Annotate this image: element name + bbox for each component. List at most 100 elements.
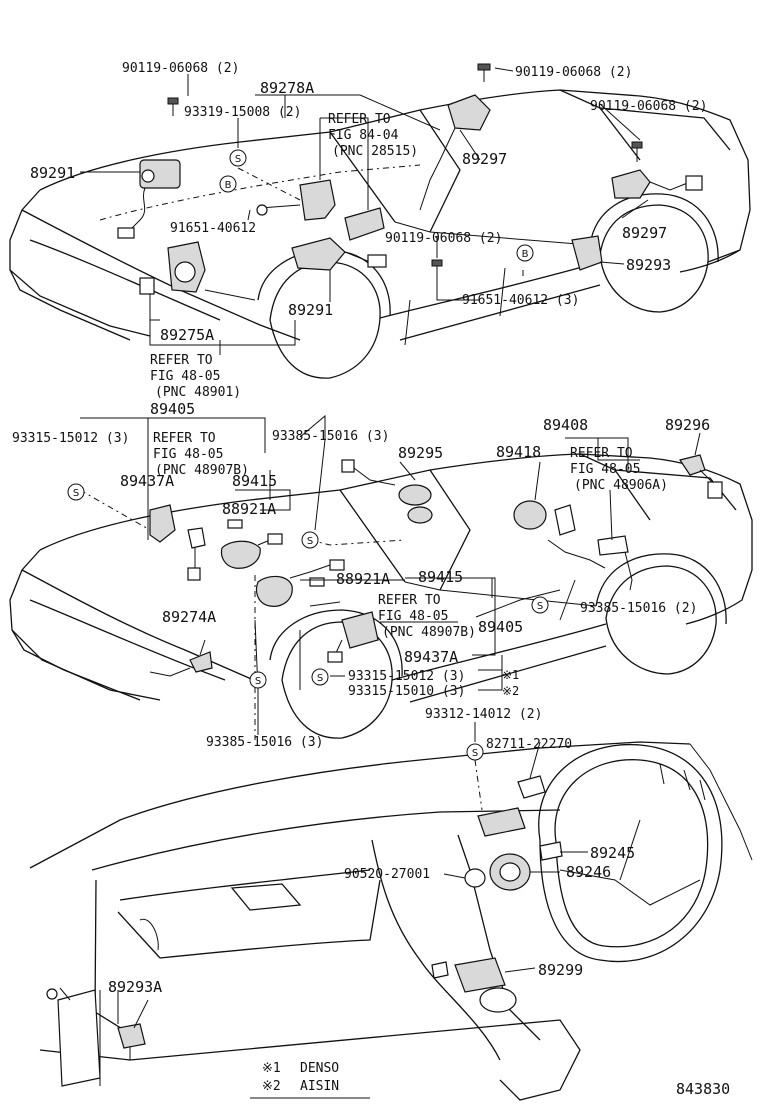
dashboard-leaders: [99, 722, 588, 1086]
label-pnc-48901: (PNC 48901): [155, 385, 241, 400]
sensor-89297-rear: [611, 169, 651, 199]
svg-text:B: B: [522, 249, 529, 260]
marker-s-7: S: [466, 743, 484, 761]
label-fig-84-04: FIG 84-04: [328, 128, 399, 143]
label-fig-48-05-b: FIG 48-05: [153, 447, 223, 462]
part-labels: 90119-06068 (2) 90119-06068 (2) 90119-06…: [12, 61, 710, 996]
steering-wheel: [538, 743, 723, 963]
svg-text:S: S: [73, 488, 79, 499]
label-89275A: 89275A: [160, 326, 214, 344]
legend-mark-2: ※2: [262, 1079, 281, 1094]
label-89246: 89246: [566, 863, 611, 881]
svg-text:S: S: [317, 673, 323, 684]
label-93312-14012: 93312-14012 (2): [425, 707, 542, 722]
label-fig-48-05-a: FIG 48-05: [150, 369, 220, 384]
label-89297-b: 89297: [622, 224, 667, 242]
label-93385-15016-b: 93385-15016 (2): [580, 601, 697, 616]
sensor-89415-center: [255, 575, 293, 607]
label-89415-a: 89415: [232, 472, 277, 490]
label-refer-to-1: REFER TO: [328, 112, 391, 127]
marker-s-5: S: [311, 668, 329, 686]
bolt-90119-a: [167, 97, 179, 116]
svg-text:S: S: [537, 601, 543, 612]
bolt-90119-c: [631, 141, 643, 162]
legend-denso: DENSO: [300, 1061, 339, 1076]
label-89415-b: 89415: [418, 568, 463, 586]
marker-s-3: S: [301, 531, 319, 549]
label-pnc-48907B-a: (PNC 48907B): [155, 463, 249, 478]
marker-s-1: S: [229, 149, 247, 167]
svg-text:B: B: [225, 180, 232, 191]
sensor-89437A-center: [341, 611, 379, 649]
label-pnc-48907B-b: (PNC 48907B): [382, 625, 476, 640]
label-93315-15010: 93315-15010 (3): [348, 684, 465, 699]
marker-b-1: B: [219, 175, 237, 193]
bracket-89278A: [299, 179, 336, 221]
label-pnc-28515: (PNC 28515): [332, 144, 418, 159]
label-pnc-48906A: (PNC 48906A): [574, 478, 668, 493]
label-93385-15016-a: 93385-15016 (3): [272, 429, 389, 444]
label-89418: 89418: [496, 443, 541, 461]
label-90119-06068-c: 90119-06068 (2): [590, 99, 707, 114]
label-89291-b: 89291: [288, 301, 333, 319]
label-90119-06068-b: 90119-06068 (2): [515, 65, 632, 80]
switch-89299: [454, 957, 506, 993]
label-fig-48-05-d: FIG 48-05: [378, 609, 448, 624]
label-note-1: ※1: [502, 668, 519, 682]
label-88921A-a: 88921A: [222, 500, 276, 518]
label-90119-06068-d: 90119-06068 (2): [385, 231, 502, 246]
svg-text:S: S: [255, 676, 261, 687]
label-93315-15012-b: 93315-15012 (3): [348, 669, 465, 684]
bolt-90119-b: [477, 63, 491, 82]
marker-s-6: S: [249, 671, 267, 689]
svg-text:S: S: [307, 536, 313, 547]
label-93315-15012-a: 93315-15012 (3): [12, 431, 129, 446]
label-89405-a: 89405: [150, 400, 195, 418]
sensor-89274A: [189, 651, 213, 673]
marker-b-2: B: [516, 244, 534, 262]
sensor-89415-left: [220, 540, 261, 569]
car2-leaders: [79, 414, 701, 740]
ecu-box: [57, 989, 101, 1087]
car1-leaders: [80, 67, 649, 355]
label-91651-40612-b: 91651-40612 (3): [462, 293, 579, 308]
sensor-89437A-left: [149, 504, 176, 543]
svg-text:S: S: [235, 154, 241, 165]
svg-text:S: S: [472, 748, 478, 759]
label-refer-to-3: REFER TO: [153, 431, 216, 446]
sensor-89293: [571, 235, 603, 271]
label-refer-to-2: REFER TO: [150, 353, 213, 368]
label-refer-to-5: REFER TO: [378, 593, 441, 608]
label-89408: 89408: [543, 416, 588, 434]
label-90520-27001: 90520-27001: [344, 867, 430, 882]
label-88921A-b: 88921A: [336, 570, 390, 588]
label-89299: 89299: [538, 961, 583, 979]
clip-90520: [464, 868, 486, 888]
legend-mark-1: ※1: [262, 1061, 281, 1076]
label-89437A-b: 89437A: [404, 648, 458, 666]
bracket-89245: [477, 807, 526, 837]
sensor-89297-top: [447, 94, 491, 131]
label-89296: 89296: [665, 416, 710, 434]
label-89295: 89295: [398, 444, 443, 462]
label-89274A: 89274A: [162, 608, 216, 626]
label-89293: 89293: [626, 256, 671, 274]
sensor-89418: [513, 500, 547, 530]
bolt-90119-d: [431, 259, 443, 280]
figure-number: 843830: [676, 1080, 730, 1098]
legend-aisin: AISIN: [300, 1079, 339, 1094]
label-89297-a: 89297: [462, 150, 507, 168]
sensor-89296: [679, 454, 706, 476]
marker-s-2: S: [67, 483, 85, 501]
car-illustration-top: [9, 89, 751, 379]
label-fig-48-05-c: FIG 48-05: [570, 462, 640, 477]
label-89437A-a: 89437A: [120, 472, 174, 490]
car2-parts: [149, 454, 723, 677]
marker-s-4: S: [531, 596, 549, 614]
label-refer-to-4: REFER TO: [570, 446, 633, 461]
label-82711-22270: 82711-22270: [486, 737, 572, 752]
label-89293A: 89293A: [108, 978, 162, 996]
label-93319-15008: 93319-15008 (2): [184, 105, 301, 120]
label-89245: 89245: [590, 844, 635, 862]
